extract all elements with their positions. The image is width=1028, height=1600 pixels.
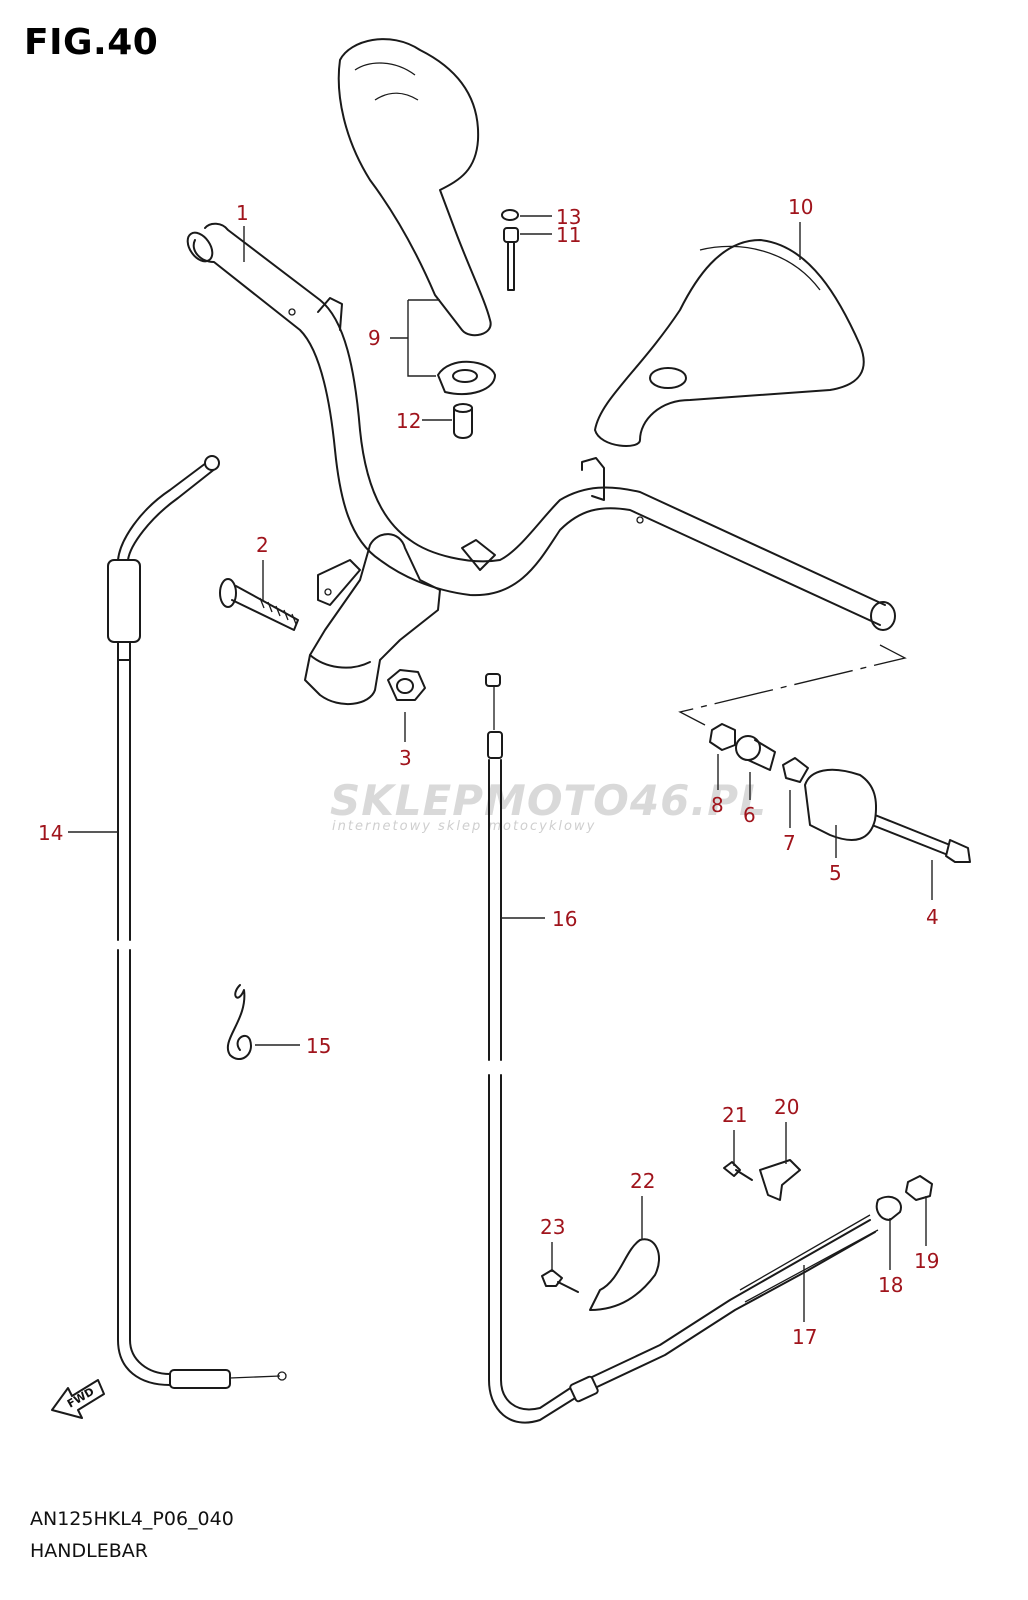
callout-20: 20 [774,1095,799,1119]
part-bolt-11[interactable] [503,227,519,291]
figure-code: AN125HKL4_P06_040 [30,1508,234,1530]
callout-21: 21 [722,1103,747,1127]
part-cable-16[interactable] [485,673,581,1424]
callout-16: 16 [552,907,577,931]
part-18[interactable] [875,1195,902,1221]
callout-4: 4 [926,905,939,929]
part-spring-15[interactable] [227,984,252,1060]
figure-name: HANDLEBAR [30,1540,148,1562]
watermark-main: SKLEPMOTO46.PL [330,776,767,825]
part-bolt-4[interactable] [871,814,971,863]
part-nut-8[interactable] [709,723,736,751]
part-cable-17[interactable] [569,1214,879,1403]
callout-8: 8 [711,793,724,817]
part-bracket-20[interactable] [759,1159,801,1201]
callout-22: 22 [630,1169,655,1193]
callout-9: 9 [368,326,381,350]
part-bracket-22[interactable] [589,1238,660,1311]
callout-5: 5 [829,861,842,885]
callout-2: 2 [256,533,269,557]
callout-12: 12 [396,409,421,433]
part-collar-6[interactable] [735,735,776,771]
callout-15: 15 [306,1034,331,1058]
callout-14: 14 [38,821,63,845]
callout-17: 17 [792,1325,817,1349]
part-bolt-2[interactable] [219,578,299,631]
watermark-sub: internetowy sklep motocyklowy [332,819,596,834]
part-bolt-21[interactable] [723,1161,753,1181]
callout-13: 13 [556,205,581,229]
part-cable-14[interactable] [107,455,287,1389]
part-handlebar-holder[interactable] [304,533,441,706]
part-mirror-mount[interactable] [437,360,496,396]
callout-18: 18 [878,1273,903,1297]
watermark: SKLEPMOTO46.PL internetowy sklep motocyk… [330,776,767,834]
part-mirror-10[interactable] [594,239,865,447]
part-collar-12[interactable] [453,403,473,439]
part-weight-5[interactable] [804,768,878,841]
callout-6: 6 [743,803,756,827]
callout-11: 11 [556,223,581,247]
callout-1: 1 [236,201,249,225]
callout-23: 23 [540,1215,565,1239]
fwd-arrow-icon: FWD [51,1379,105,1419]
leader-lines [68,215,933,1322]
part-mirror[interactable] [337,38,492,337]
figure-title: FIG.40 [24,22,159,63]
callout-7: 7 [783,831,796,855]
callout-labels: 1 2 3 4 5 6 7 8 9 10 11 12 13 14 15 16 1… [38,195,939,1349]
part-cap-13[interactable] [501,209,519,221]
callout-3: 3 [399,746,412,770]
callout-19: 19 [914,1249,939,1273]
callout-10: 10 [788,195,813,219]
part-collar-7[interactable] [782,757,809,783]
part-nut-3[interactable] [387,669,426,701]
part-19[interactable] [905,1175,933,1201]
part-bolt-23[interactable] [541,1269,579,1293]
part-handlebar[interactable] [183,222,896,631]
